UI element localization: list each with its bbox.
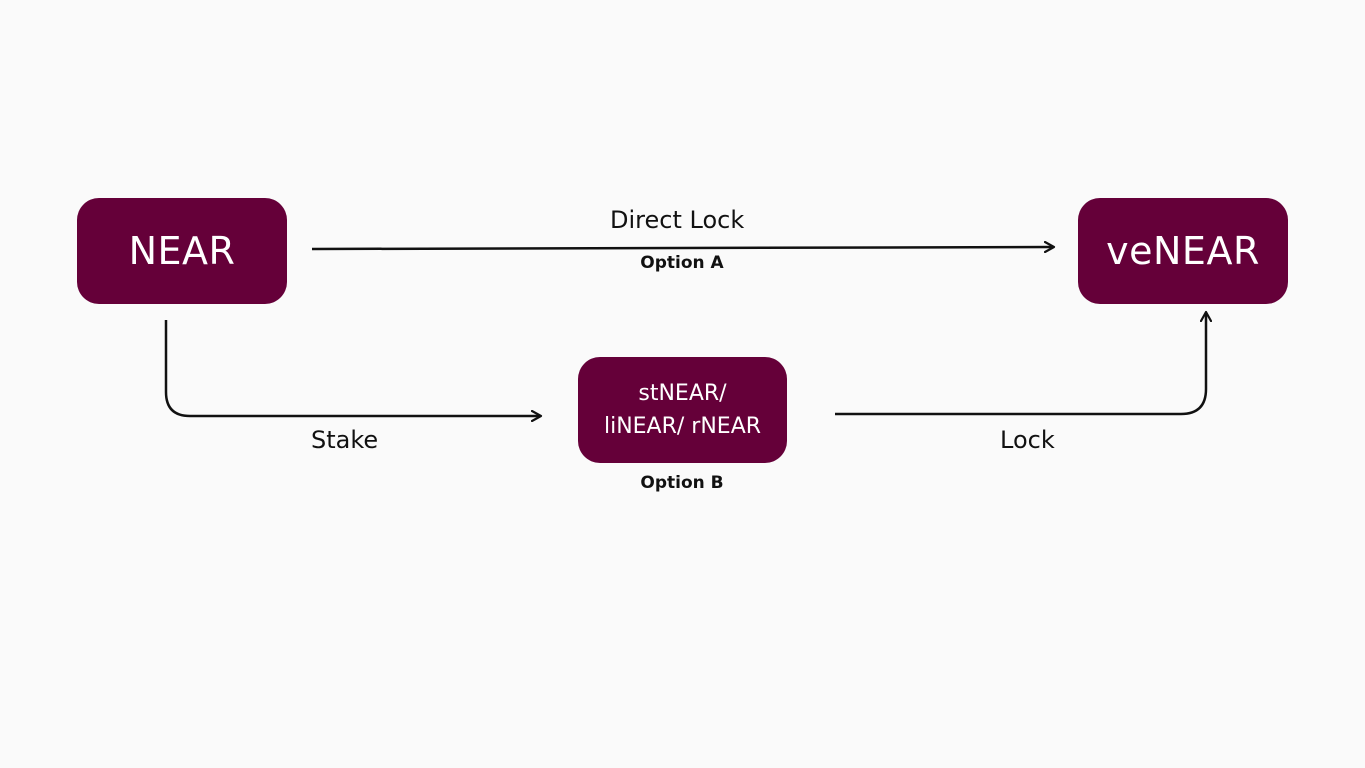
edge-label-stake: Stake xyxy=(311,426,379,454)
node-staked-tokens: stNEAR/ liNEAR/ rNEAR xyxy=(578,357,787,463)
node-staked-line2: liNEAR/ rNEAR xyxy=(603,414,762,439)
edge-label-lock: Lock xyxy=(1000,426,1055,454)
option-a-label: Option A xyxy=(640,253,724,273)
option-b-label: Option B xyxy=(640,473,724,493)
edge-stake xyxy=(164,320,540,416)
edge-label-direct-lock: Direct Lock xyxy=(610,206,745,234)
edge-direct-lock xyxy=(311,247,1053,249)
node-venear: veNEAR xyxy=(1078,198,1288,304)
node-staked-line1: stNEAR/ xyxy=(638,381,727,406)
node-venear-label: veNEAR xyxy=(1106,229,1260,273)
node-near: NEAR xyxy=(77,198,287,304)
node-near-label: NEAR xyxy=(128,229,236,273)
edge-lock xyxy=(835,313,1206,416)
